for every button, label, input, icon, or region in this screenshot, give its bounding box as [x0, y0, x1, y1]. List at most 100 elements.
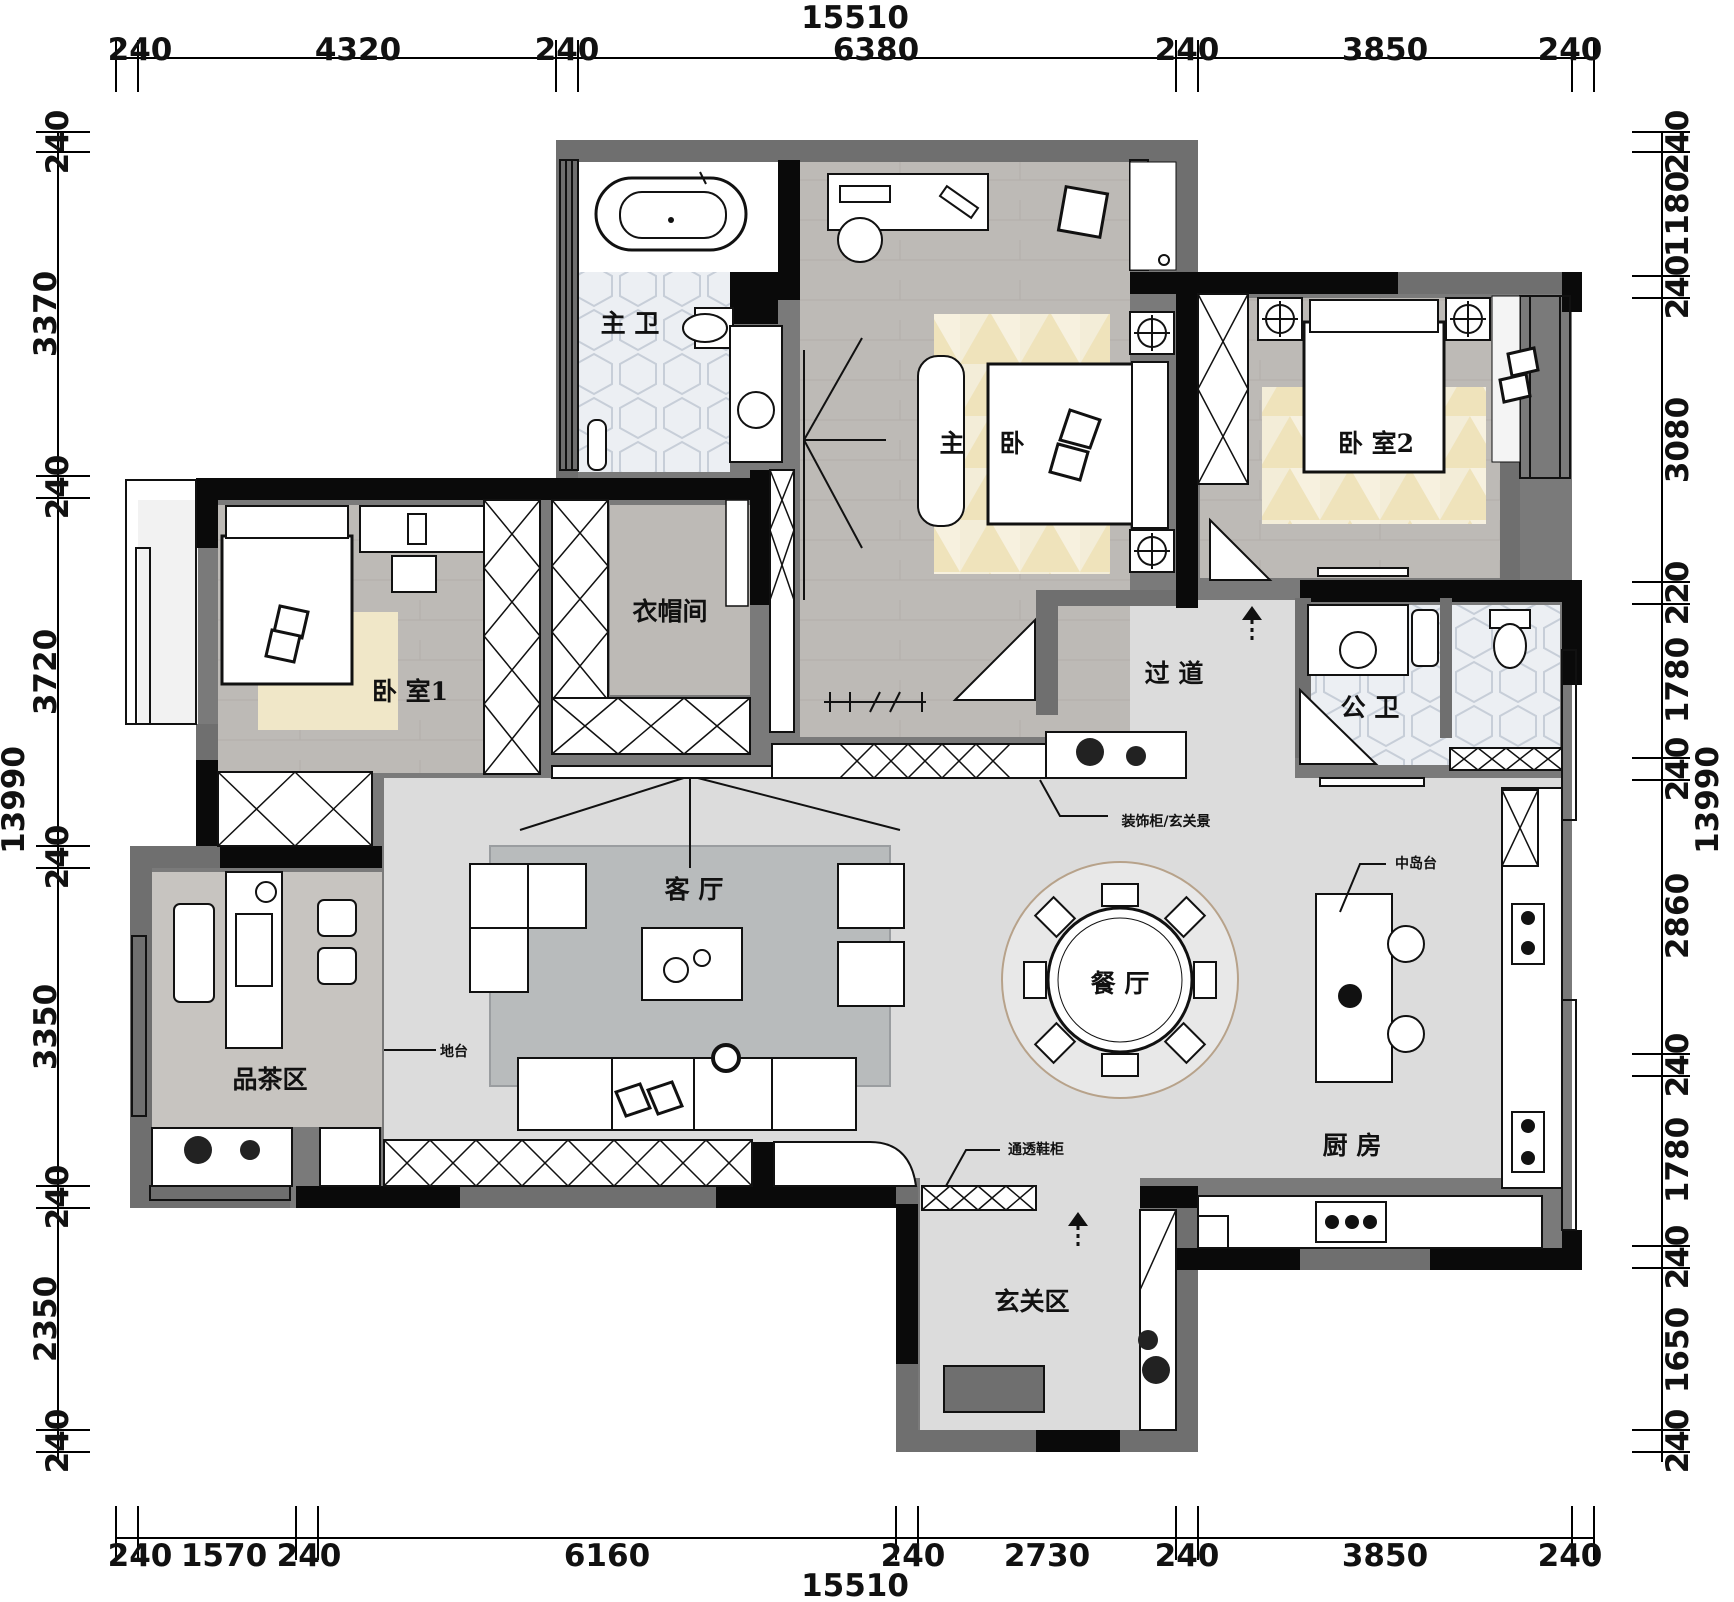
tea-tray-icon [235, 913, 273, 987]
dim-right-8: 2860 [1660, 873, 1696, 959]
master-bed-icon [986, 361, 1169, 529]
tea-bench-icon [173, 903, 215, 1003]
dimension-right: 240 1180 240 3080 220 1780 240 2860 240 … [1632, 110, 1726, 1473]
counter [773, 1141, 918, 1187]
room-label-corridor: 过 道 [1145, 659, 1204, 688]
dim-bottom-1: 240 [108, 1538, 173, 1574]
bathtub-icon [594, 171, 748, 252]
shower-bench-icon [587, 419, 607, 471]
annotation-island: 中岛台 [1395, 855, 1437, 872]
walls [130, 140, 1582, 1452]
toilet-icon [682, 307, 734, 349]
dim-bottom-8: 3850 [1342, 1538, 1428, 1574]
dim-top-2: 4320 [315, 32, 401, 68]
leader-line [1339, 863, 1386, 913]
dimension-left: 240 3370 240 3720 240 3350 240 2350 240 … [0, 110, 90, 1474]
nightstand-lamp-icon [1257, 297, 1303, 341]
wardrobe-cross [1197, 293, 1249, 485]
dim-top-7: 240 [1538, 32, 1603, 68]
clothes-rail-icon [824, 691, 926, 713]
room-label-master-bath: 主 卫 [601, 309, 660, 338]
cabinet [1197, 1215, 1229, 1249]
dim-left-8: 2350 [28, 1276, 64, 1362]
dim-left-3: 240 [40, 455, 76, 520]
coffee-table-icon [641, 927, 743, 1001]
fridge-cross [1501, 789, 1539, 867]
room-label-entrance: 玄关区 [994, 1287, 1069, 1316]
desk-icon [827, 173, 989, 263]
sliding-door [551, 765, 779, 779]
plant-icon [1076, 738, 1104, 766]
leader-line [1039, 779, 1108, 817]
dim-left-total: 13990 [0, 746, 32, 854]
stove-icon [1511, 903, 1545, 965]
annotation-shoe-cabinet: 通透鞋柜 [1008, 1141, 1064, 1158]
stool-icon [317, 899, 357, 937]
dimension-bottom: 240 1570 240 6160 240 2730 240 3850 240 … [108, 1506, 1603, 1602]
toilet-icon [1489, 609, 1531, 669]
plant-icon [184, 1136, 212, 1164]
dim-left-4: 3720 [28, 629, 64, 715]
dim-right-2: 1180 [1660, 171, 1696, 257]
plant-icon [1142, 1356, 1170, 1384]
dim-right-11: 240 [1660, 1225, 1696, 1290]
room-label-master-bedroom-a: 主 [939, 429, 964, 458]
dim-top-3: 240 [535, 32, 600, 68]
leader-line [945, 1149, 1000, 1187]
dim-left-6: 3350 [28, 984, 64, 1070]
planter-icon [151, 1127, 293, 1187]
bed2-icon [1302, 299, 1446, 474]
towel-rack-icon [1411, 609, 1439, 667]
dim-right-9: 240 [1660, 1033, 1696, 1098]
dimension-top: 15510 240 4320 240 6380 240 3850 240 [108, 0, 1603, 92]
dim-left-9: 240 [40, 1409, 76, 1474]
wardrobe-cross [551, 697, 751, 755]
nightstand-lamp-icon [1445, 297, 1491, 341]
room-label-tea-area: 品茶区 [232, 1065, 307, 1094]
room-label-bedroom1: 卧 室1 [372, 677, 448, 706]
dim-bottom-total: 15510 [801, 1568, 909, 1602]
shoe-cabinet-cross [921, 1185, 1035, 1211]
wardrobe [1197, 293, 1249, 485]
nightstand-lamp-icon [1129, 529, 1175, 573]
dim-top-6: 3850 [1342, 32, 1428, 68]
armchair-icon [837, 863, 905, 1007]
bed1-icon [220, 505, 354, 686]
dim-top-5: 240 [1155, 32, 1220, 68]
dim-right-6: 1780 [1660, 637, 1696, 723]
room-label-public-bath: 公 卫 [1341, 693, 1400, 722]
dim-left-5: 240 [40, 825, 76, 890]
stool-icon [317, 947, 357, 985]
door-swing [1299, 687, 1379, 765]
room-label-master-bedroom-b: 卧 [999, 429, 1024, 458]
dim-right-7: 240 [1660, 737, 1696, 802]
sink-bowl-icon [1339, 631, 1377, 669]
wardrobe-cross [483, 499, 541, 775]
room-label-dining-room: 餐 厅 [1091, 969, 1150, 998]
dim-right-5: 220 [1660, 561, 1696, 626]
decor-icon [319, 1127, 381, 1187]
wardrobe [483, 499, 541, 775]
cabinet-knob-icon [1158, 254, 1170, 266]
room-label-kitchen: 厨 房 [1323, 1131, 1382, 1160]
sliding-door [1319, 777, 1425, 787]
shoe-cabinet-cross [1139, 1209, 1177, 1291]
dim-bottom-9: 240 [1538, 1538, 1603, 1574]
cooktop-icon [1315, 1201, 1387, 1243]
wardrobe-cross [551, 499, 609, 701]
sofa-icon [917, 355, 965, 527]
dim-right-12: 1650 [1660, 1307, 1696, 1393]
low-cabinet [383, 1139, 753, 1187]
dim-right-total: 13990 [1690, 746, 1726, 854]
bar-stool-icon [1387, 1015, 1425, 1053]
shelf-cross [1449, 747, 1563, 771]
door-swing [1209, 517, 1273, 581]
dim-left-1: 240 [40, 110, 76, 175]
room-label-bedroom2: 卧 室2 [1338, 429, 1414, 458]
decor-cabinet-cross [839, 743, 1011, 779]
door-swing [803, 337, 886, 600]
shoe-cabinet [1139, 1209, 1177, 1431]
wardrobe [769, 469, 795, 733]
low-cabinet-cross [383, 1139, 753, 1187]
annotation-desk: 地台 [440, 1043, 468, 1060]
